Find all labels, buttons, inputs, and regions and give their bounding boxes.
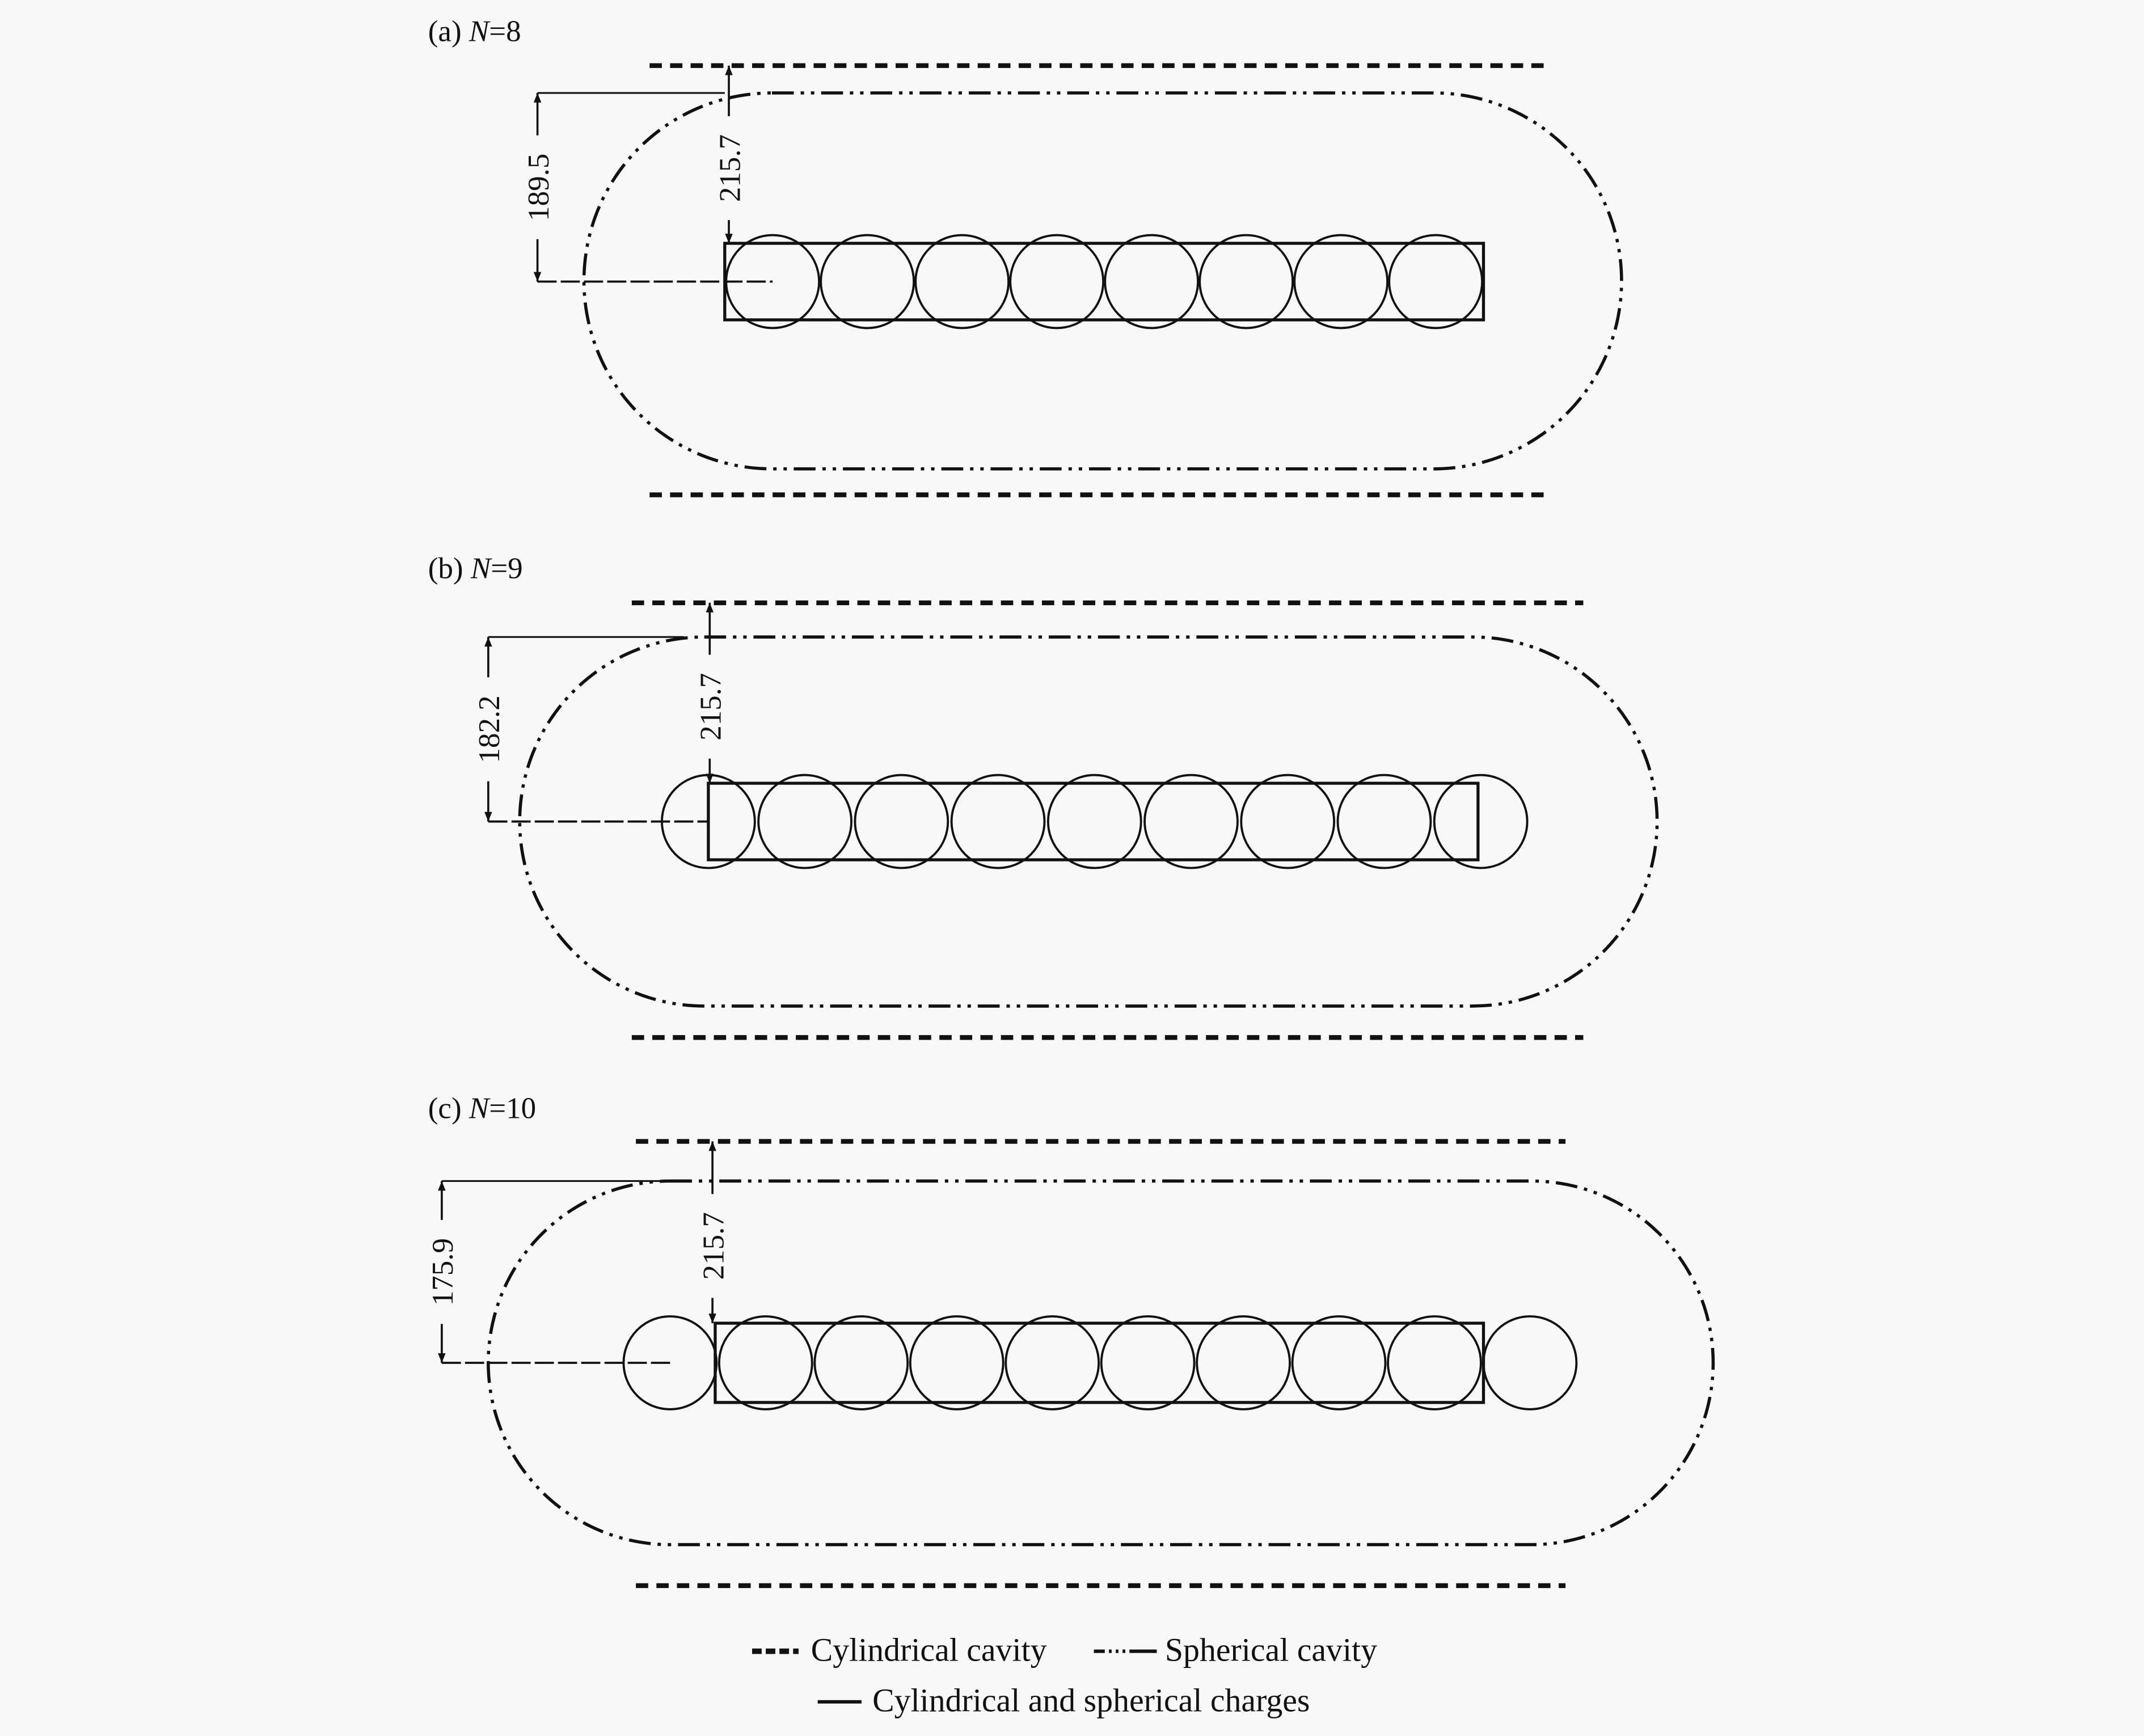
dimension-outer-value: 215.7 [697, 1212, 730, 1279]
spherical-charge [1100, 1315, 1196, 1410]
spherical-cavity-outline [487, 1179, 1715, 1547]
spherical-charge [1336, 774, 1432, 869]
spherical-charge [1388, 234, 1483, 330]
panel-label-prefix: (b) [428, 552, 471, 585]
panel-label-value: =9 [491, 552, 522, 585]
spherical-charge [1143, 774, 1239, 869]
spherical-charge [1482, 1315, 1578, 1410]
legend: Cylindrical cavity Spherical cavity Cyli… [752, 1631, 1377, 1719]
dimension-outer-value: 215.7 [714, 134, 746, 202]
spherical-charge [1104, 234, 1200, 330]
spherical-cavity-outline [582, 91, 1623, 471]
legend-cylindrical-cavity-label: Cylindrical cavity [811, 1631, 1047, 1668]
spherical-charge [1240, 774, 1336, 869]
dimension-inner-value: 189.5 [522, 154, 555, 221]
spherical-charge [1196, 1315, 1291, 1410]
spherical-charge [1198, 234, 1294, 330]
spherical-charge [1046, 774, 1142, 869]
panel-label-value: =10 [489, 1092, 536, 1125]
spherical-charge [1009, 234, 1105, 330]
spherical-charge [718, 1315, 813, 1410]
cylindrical-charge [707, 782, 1480, 861]
spherical-charge [909, 1315, 1005, 1410]
panel-c: (c) N=10 175.9 215.7 [427, 1092, 1715, 1589]
panel-label-prefix: (a) [428, 15, 469, 48]
spherical-charge [1005, 1315, 1100, 1410]
spherical-charge [820, 234, 915, 330]
panel-label: (c) N=10 [428, 1092, 536, 1125]
panel-label-prefix: (c) [428, 1092, 469, 1125]
legend-spherical-cavity-label: Spherical cavity [1165, 1631, 1377, 1668]
panel-label-value: =8 [489, 15, 521, 48]
dimension-outer-value: 215.7 [695, 673, 728, 740]
panel-a: (a) N=8 189.5 215.7 [428, 15, 1623, 497]
spherical-cavity-outline [518, 635, 1659, 1008]
spherical-charge [854, 774, 949, 869]
spherical-charge [950, 774, 1046, 869]
spherical-charge [1293, 234, 1389, 330]
panel-label-variable: N [469, 15, 491, 48]
spherical-charge [813, 1315, 909, 1410]
dimension-inner-value: 175.9 [427, 1238, 459, 1306]
panel-label: (a) N=8 [428, 15, 521, 48]
panel-label: (b) N=9 [428, 552, 523, 585]
spherical-charge [914, 234, 1010, 330]
panel-b: (b) N=9 182.2 215.7 [428, 552, 1659, 1040]
panel-label-variable: N [470, 552, 492, 585]
panel-label-variable: N [469, 1092, 491, 1125]
spherical-charge [757, 774, 852, 869]
spherical-charge [1291, 1315, 1387, 1410]
spherical-charge [1387, 1315, 1482, 1410]
spherical-charge [1433, 774, 1529, 869]
dimension-inner-value: 182.2 [473, 695, 506, 763]
legend-charges-label: Cylindrical and spherical charges [872, 1682, 1310, 1719]
